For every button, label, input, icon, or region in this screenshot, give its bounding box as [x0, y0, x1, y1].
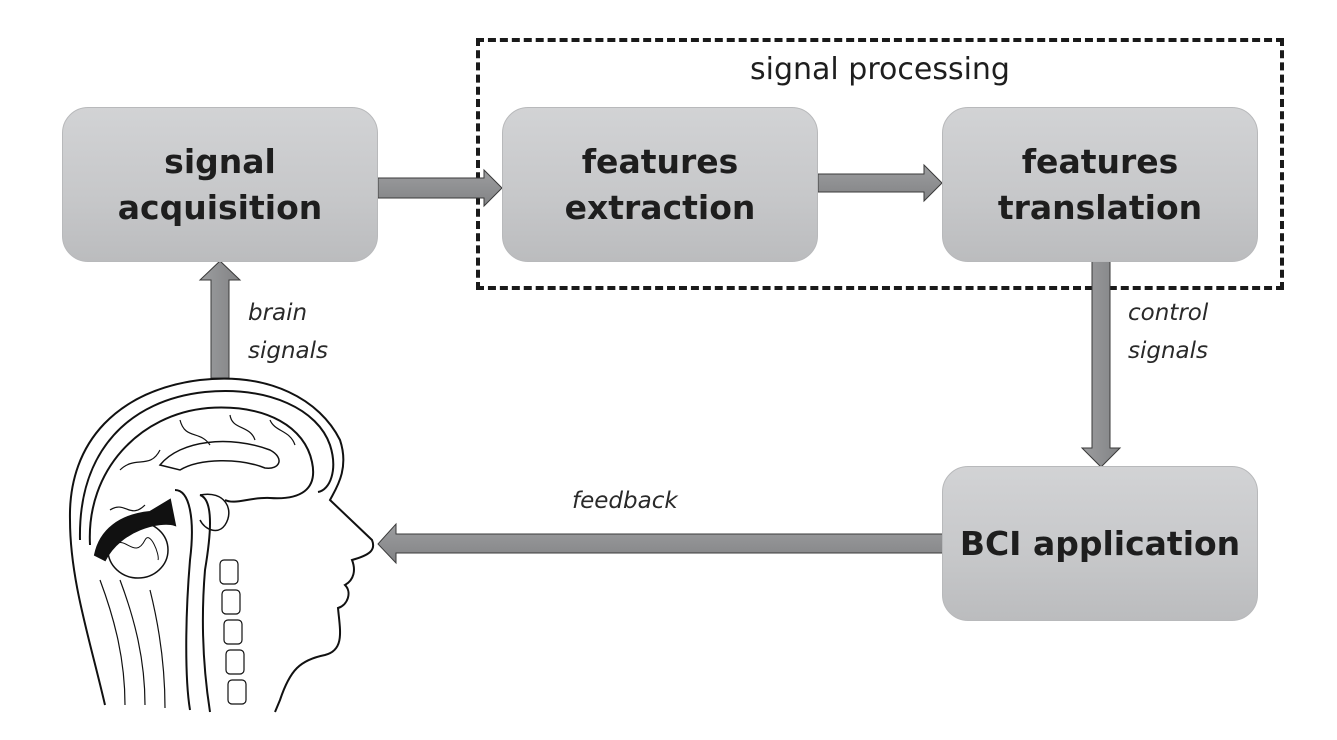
arrow-acquisition-to-extraction: [377, 168, 503, 208]
node-signal-acquisition: signal acquisition: [62, 107, 378, 262]
edge-label-line: brain: [248, 300, 308, 326]
human-head-brain-icon: [68, 377, 375, 713]
edge-label-feedback: feedback: [572, 488, 678, 514]
arrow-brain-signals: [198, 260, 242, 379]
node-label-line: extraction: [564, 187, 756, 227]
node-label-line: signal: [164, 141, 276, 181]
node-label-line: BCI application: [959, 523, 1241, 563]
signal-processing-group-frame: [476, 38, 1284, 290]
signal-processing-group-label: signal processing: [750, 52, 1010, 87]
edge-label-control-signals: control signals: [1128, 294, 1208, 370]
node-label-line: features: [581, 141, 739, 181]
node-bci-application: BCI application: [942, 466, 1258, 621]
node-label-line: translation: [997, 187, 1203, 227]
node-label-line: acquisition: [117, 187, 323, 227]
edge-label-line: signals: [1128, 338, 1209, 364]
node-label-line: features: [1021, 141, 1179, 181]
edge-label-line: control: [1128, 300, 1209, 326]
arrow-feedback: [377, 522, 945, 565]
arrow-extraction-to-translation: [817, 163, 943, 203]
node-features-translation: features translation: [942, 107, 1258, 262]
edge-label-line: signals: [248, 338, 329, 364]
edge-label-brain-signals: brain signals: [248, 294, 328, 370]
node-features-extraction: features extraction: [502, 107, 818, 262]
arrow-translation-to-application: [1080, 260, 1122, 468]
